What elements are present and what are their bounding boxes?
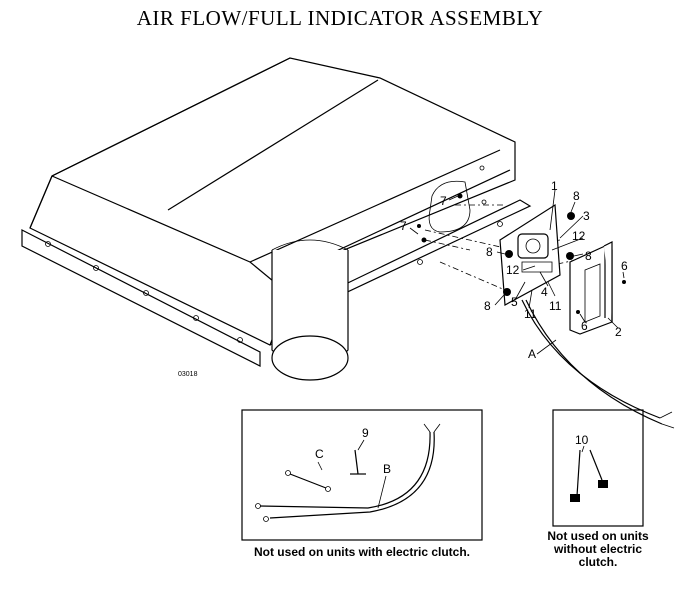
callout-7-window: 7: [440, 194, 447, 208]
callout-11-right: 11: [549, 299, 562, 313]
callout-7-left: 7: [400, 219, 407, 233]
callout-2: 2: [615, 325, 622, 339]
callout-4: 4: [541, 285, 548, 299]
callout-12-top: 12: [572, 229, 586, 243]
right-box-note-line-1: Not used on units: [547, 529, 649, 543]
right-box-note-line-3: clutch.: [578, 555, 618, 569]
diagram-title: AIR FLOW/FULL INDICATOR ASSEMBLY: [136, 6, 544, 30]
left-box-note: Not used on units with electric clutch.: [253, 545, 471, 559]
hex-nuts: [503, 212, 575, 296]
callout-6-right: 6: [621, 259, 628, 273]
callout-8-right: 8: [585, 249, 592, 263]
harness-a: [521, 299, 675, 429]
inset-box-left: [241, 409, 483, 541]
screws: [417, 193, 463, 243]
leader-lines: [409, 189, 625, 355]
callout-8-bottom: 8: [484, 299, 491, 313]
screw-6-left: [576, 310, 580, 314]
callout-10: 10: [575, 433, 589, 447]
right-box-note: Not used on units without electric clutc…: [520, 530, 676, 569]
callout-a: A: [528, 347, 536, 361]
screw-6-right: [622, 280, 626, 284]
round-duct: [271, 239, 349, 381]
callout-1: 1: [551, 179, 558, 193]
inset-box-right: [552, 409, 644, 527]
callout-9: 9: [362, 426, 369, 440]
callout-8-left: 8: [486, 245, 493, 259]
callout-3: 3: [583, 209, 590, 223]
callout-c: C: [315, 447, 324, 461]
right-box-note-line-2: without electric: [553, 542, 642, 556]
cover-bracket: [569, 241, 613, 335]
callout-5: 5: [511, 295, 518, 309]
drawing-number: 03018: [178, 371, 198, 378]
callout-12-mid: 12: [506, 263, 520, 277]
callout-11-left: 11: [524, 307, 537, 321]
callout-6-left: 6: [581, 319, 588, 333]
callout-8-top: 8: [573, 189, 580, 203]
callout-b: B: [383, 462, 391, 476]
